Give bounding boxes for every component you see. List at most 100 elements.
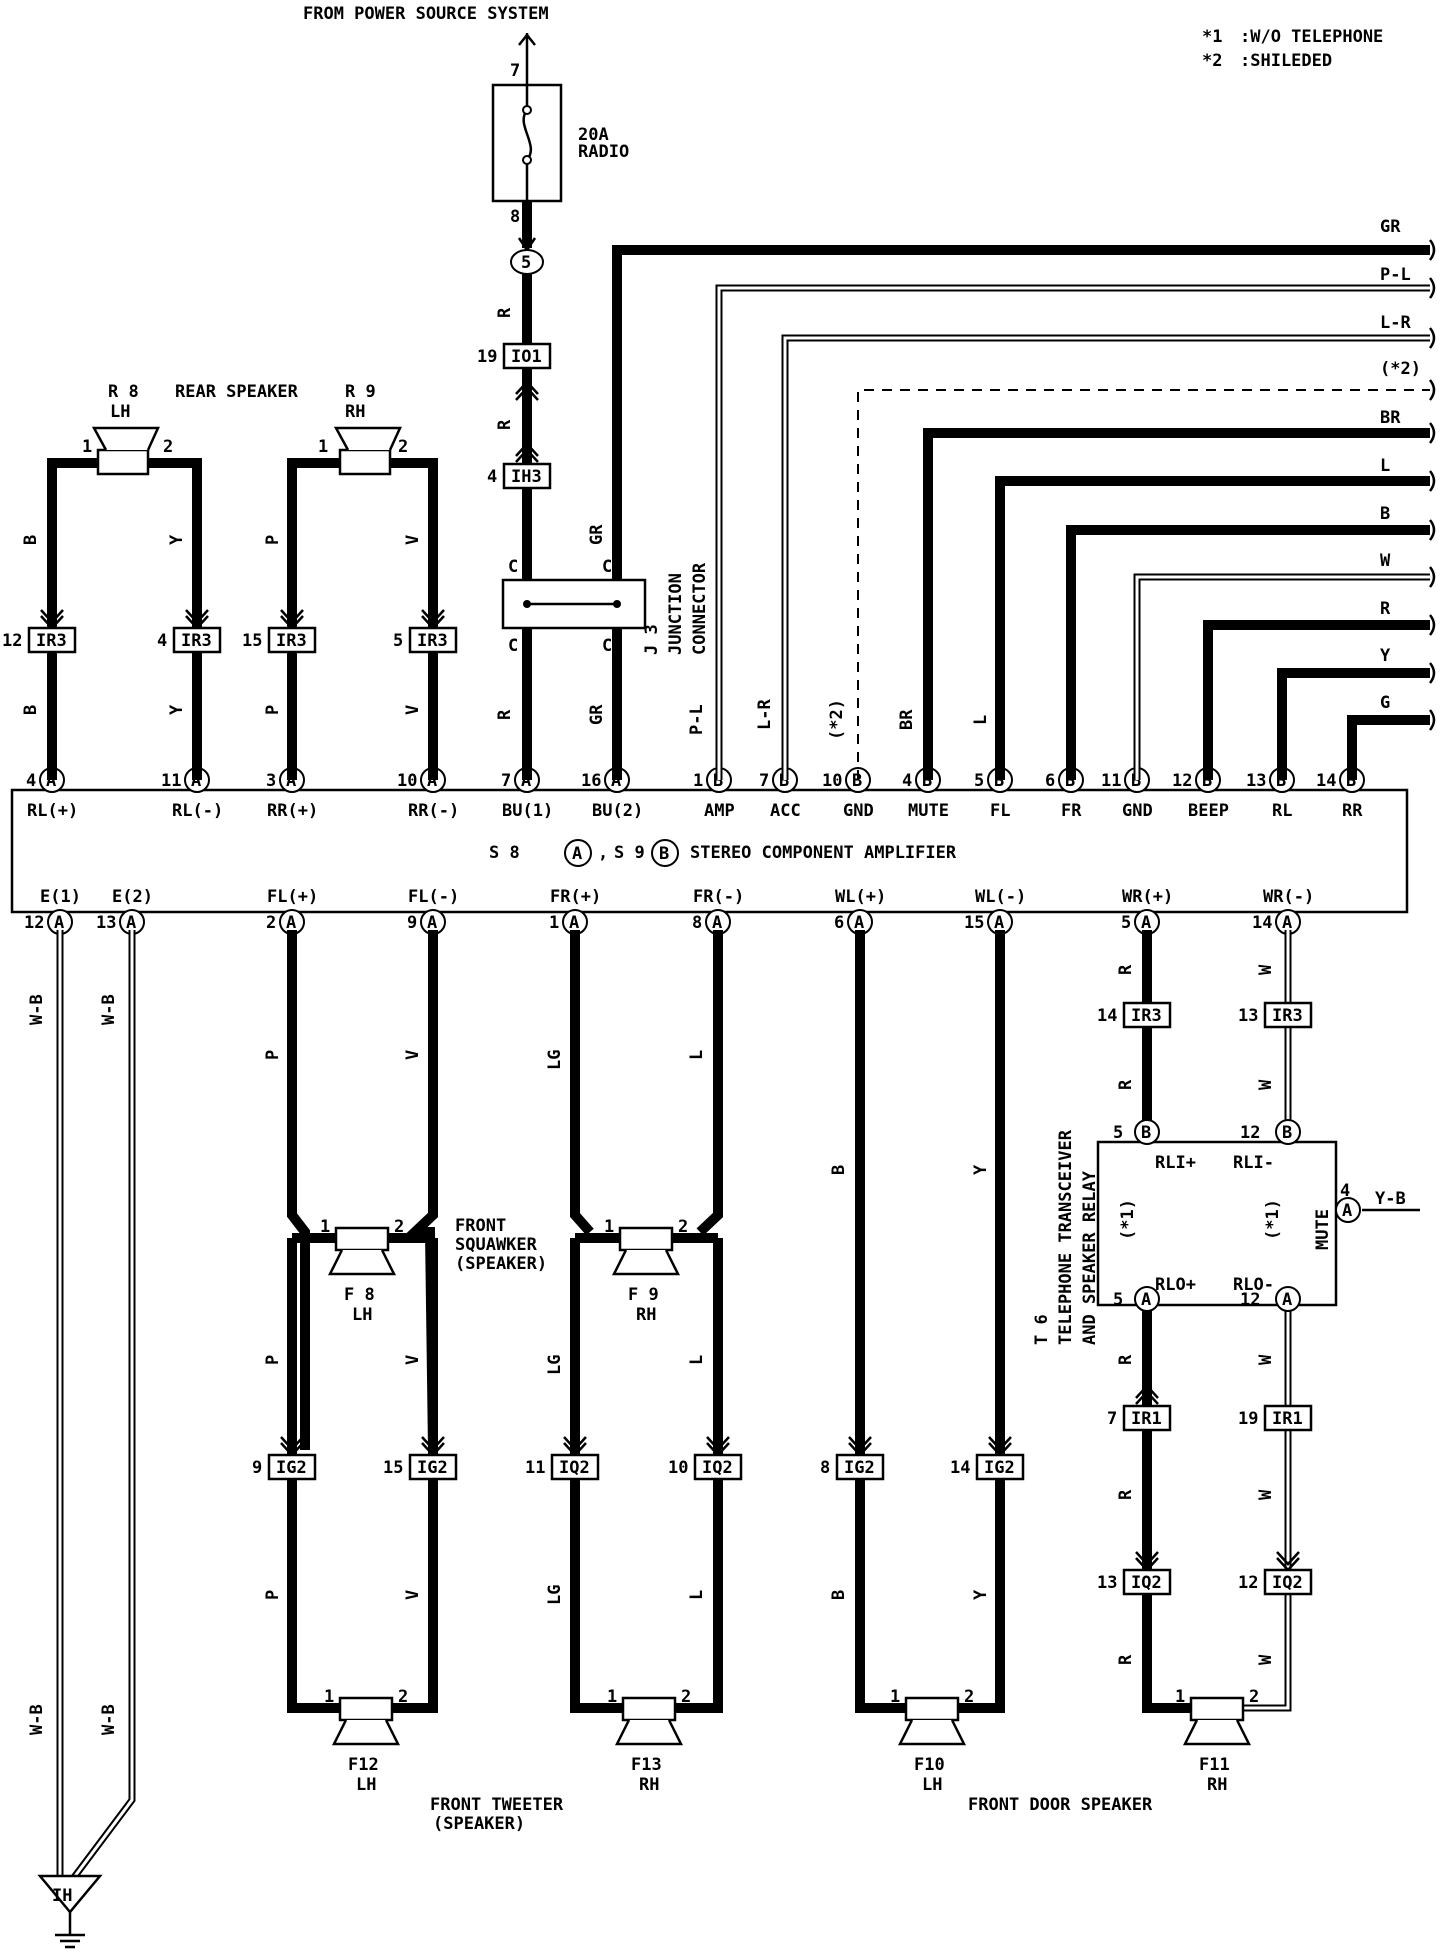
svg-text:7: 7: [510, 61, 520, 81]
pin-number: 5: [974, 771, 984, 791]
speaker-pin: 2: [394, 1217, 404, 1237]
wire-color-label: GR: [587, 524, 607, 545]
connector-id: IH3: [511, 467, 542, 487]
svg-text:(SPEAKER): (SPEAKER): [433, 1814, 525, 1834]
svg-text:Y-B: Y-B: [1375, 1189, 1406, 1209]
svg-text:JUNCTION: JUNCTION: [666, 573, 686, 655]
pin-label: WR(+): [1122, 887, 1173, 907]
connector-id: IO1: [511, 347, 542, 367]
ground-point-ih: [37, 1874, 103, 1914]
pin-label: RR: [1342, 801, 1363, 821]
svg-text:B: B: [1346, 771, 1356, 791]
pin-label: FR(+): [550, 887, 601, 907]
wire-color-label: V: [403, 705, 423, 715]
svg-text:A: A: [427, 771, 437, 791]
wire-color-label: B: [829, 1590, 849, 1600]
pin-label: FR: [1061, 801, 1082, 821]
speaker-id: F13: [631, 1755, 662, 1775]
connector-pin: 14: [950, 1458, 970, 1478]
wire-color-label: V: [403, 1050, 423, 1060]
svg-text:A: A: [611, 771, 621, 791]
svg-text:(*1): (*1): [1118, 1199, 1138, 1240]
right-wire-label: P-L: [1380, 265, 1411, 285]
svg-text:,: ,: [598, 843, 608, 863]
wire-color-label: Y: [971, 1589, 991, 1600]
pin-label: E(1): [40, 887, 81, 907]
connector-pin: 19: [477, 347, 497, 367]
svg-text:5: 5: [1113, 1290, 1123, 1310]
svg-text:A: A: [994, 913, 1004, 933]
connector-pin: 15: [383, 1458, 403, 1478]
right-wire-label: W: [1380, 551, 1391, 571]
svg-text:MUTE: MUTE: [1313, 1209, 1333, 1250]
pin-number: 15: [964, 913, 984, 933]
connector-pin: 12: [2, 631, 22, 651]
right-wire-label: B: [1380, 504, 1390, 524]
svg-text:STEREO COMPONENT AMPLIFIER: STEREO COMPONENT AMPLIFIER: [690, 843, 957, 863]
connector-id: IQ2: [702, 1458, 733, 1478]
speaker-pin: 1: [324, 1687, 334, 1707]
svg-text:A: A: [191, 771, 201, 791]
pin-label: GND: [1122, 801, 1153, 821]
wire-color-label: L: [687, 1590, 707, 1600]
right-wire-label: BR: [1380, 408, 1401, 428]
tweeter-title: FRONT TWEETER (SPEAKER): [430, 1795, 564, 1834]
wire-color-label: P: [263, 535, 283, 545]
svg-text:A: A: [1141, 1290, 1151, 1310]
svg-text::W/O TELEPHONE: :W/O TELEPHONE: [1240, 27, 1383, 47]
wire-color-label: R: [495, 419, 515, 430]
wire-color-label: L: [687, 1355, 707, 1365]
wire-break: [1428, 519, 1436, 541]
pin-number: 12: [1172, 771, 1192, 791]
connector-pin: 7: [1107, 1409, 1117, 1429]
svg-text:A: A: [126, 913, 136, 933]
svg-text:FRONT: FRONT: [455, 1216, 506, 1236]
connector-pin: 5: [393, 631, 403, 651]
speaker-r9-icon: [333, 426, 402, 476]
svg-text:RLI+: RLI+: [1155, 1153, 1196, 1173]
wire-color-label: R: [1116, 964, 1136, 975]
svg-text:S 8: S 8: [489, 843, 520, 863]
svg-text:SQUAWKER: SQUAWKER: [455, 1235, 538, 1255]
wire-color-label: L: [687, 1050, 707, 1060]
svg-text:CONNECTOR: CONNECTOR: [690, 562, 710, 655]
svg-text:B: B: [779, 771, 789, 791]
wire-color-label: B: [21, 535, 41, 545]
pin-label: AMP: [704, 801, 735, 821]
pin-label: RR(+): [267, 801, 318, 821]
pin-number: 1: [549, 913, 559, 933]
svg-text:S 9: S 9: [614, 843, 645, 863]
speaker-pin: 1: [604, 1217, 614, 1237]
rear-speaker-section: R 8 LH REAR SPEAKER R 9 RH: [108, 382, 376, 422]
wire-color-label: Y: [167, 704, 187, 715]
svg-text:(SPEAKER): (SPEAKER): [455, 1254, 547, 1274]
wire-color-label: W: [1256, 1654, 1276, 1665]
svg-text:C: C: [602, 557, 612, 577]
wire-color-label: LG: [545, 1355, 565, 1375]
wire-color-label: B: [829, 1165, 849, 1175]
svg-text:RLI-: RLI-: [1233, 1153, 1274, 1173]
connector-pin: 13: [1097, 1573, 1117, 1593]
wire-color-label: V: [403, 1355, 423, 1365]
pin-number: 10: [397, 771, 417, 791]
connector-id: IR3: [181, 631, 212, 651]
wire-color-label: V: [403, 535, 423, 545]
svg-text:A: A: [1282, 1290, 1292, 1310]
door-speaker-title: FRONT DOOR SPEAKER: [968, 1795, 1153, 1815]
connector-io1: IO1 19: [477, 342, 552, 370]
rear-speaker-title: REAR SPEAKER: [175, 382, 299, 402]
